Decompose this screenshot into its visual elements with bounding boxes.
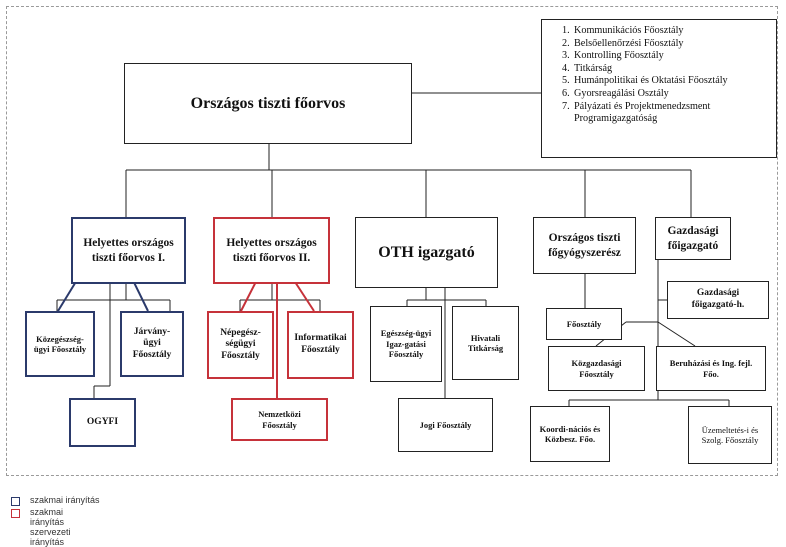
legend-blue-swatch — [11, 497, 20, 506]
legal-dept-node: Jogi Főosztály — [398, 398, 493, 452]
chart-frame — [6, 6, 778, 476]
legend-red-label: szakmai irányítás szervezeti irányítás — [30, 507, 71, 547]
economic-director-node: Gazdasági főigazgató — [655, 217, 731, 260]
legend-red-swatch — [11, 509, 20, 518]
deputy-2-node: Helyettes országos tiszti főorvos II. — [213, 217, 330, 284]
staff-unit-item: 5.Humánpolitikai és Oktatási Főosztály — [562, 75, 728, 87]
legend-blue-label: szakmai irányítás — [30, 495, 100, 505]
investment-dept-node: Beruházási és Ing. fejl. Főo. — [656, 346, 766, 391]
coordination-dept-node: Koordi-nációs és Közbesz. Főo. — [530, 406, 610, 462]
staff-unit-item: 7.Pályázati és Projektmenedzsment Progra… — [562, 100, 711, 125]
population-health-dept-node: Népegész-ségügyi Főosztály — [207, 311, 274, 379]
chief-pharmacist-dept-node: Főosztály — [546, 308, 622, 340]
chief-pharmacist-node: Országos tiszti főgyógyszerész — [533, 217, 636, 274]
epidemiology-dept-node: Járvány-ügyi Főosztály — [120, 311, 184, 377]
staff-unit-item: 6.Gyorsreagálási Osztály — [562, 87, 669, 99]
staff-unit-item: 4.Titkárság — [562, 62, 613, 74]
economics-dept-node: Közgazdasági Főosztály — [548, 346, 645, 391]
oth-director-node: OTH igazgató — [355, 217, 498, 288]
deputy-1-node: Helyettes országos tiszti főorvos I. — [71, 217, 186, 284]
it-dept-node: Informatikai Főosztály — [287, 311, 354, 379]
public-health-dept-node: Közegészség-ügyi Főosztály — [25, 311, 95, 377]
connector-lines — [56, 92, 730, 406]
staff-unit-item: 2.Belsőellenőrzési Főosztály — [562, 37, 684, 49]
legend-red: szakmai irányítás szervezeti irányítás — [11, 507, 92, 547]
health-administration-dept-node: Egészség-ügyi Igaz-gatási Főosztály — [370, 306, 442, 382]
staff-unit-item: 1.Kommunikációs Főosztály — [562, 25, 684, 36]
legend-blue: szakmai irányítás — [11, 495, 100, 506]
economic-deputy-node: Gazdasági főigazgató-h. — [667, 281, 769, 319]
top-node-chief-medical-officer: Országos tiszti főorvos — [124, 63, 412, 144]
office-secretariat-node: Hivatali Titkárság — [452, 306, 519, 380]
staff-unit-item: 3.Kontrolling Főosztály — [562, 50, 664, 62]
operations-dept-node: Üzemeltetés-i és Szolg. Főosztály — [688, 406, 772, 464]
international-dept-node: Nemzetközi Főosztály — [231, 398, 328, 441]
staff-units-list: 1.Kommunikációs Főosztály 2.Belsőellenőr… — [541, 19, 777, 158]
ogyfi-node: OGYFI — [69, 398, 136, 447]
